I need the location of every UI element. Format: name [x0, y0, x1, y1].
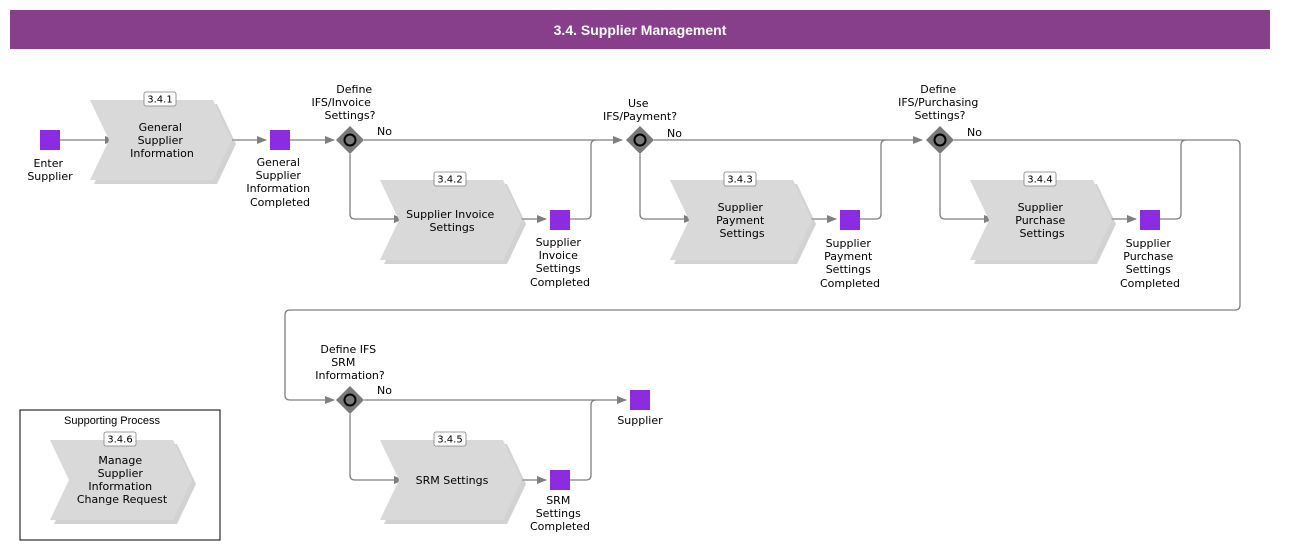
process-id: 3.4.1 [147, 95, 172, 106]
event-supplier-invoice-settings-completed[interactable]: Supplier Invoice Settings Completed [530, 210, 590, 289]
process-label: General Supplier Information [130, 121, 194, 160]
process-label: Supplier Payment Settings [716, 201, 768, 240]
process-id: 3.4.6 [107, 435, 132, 446]
process-3-4-1[interactable]: 3.4.1 General Supplier Information [90, 91, 236, 184]
event-supplier-payment-settings-completed[interactable]: Supplier Payment Settings Completed [820, 210, 880, 290]
process-label: Supplier Purchase Settings [1015, 201, 1068, 240]
connector-gateway-1-yes [349, 154, 404, 223]
process-label: Manage Supplier Information Change Reque… [77, 454, 168, 506]
connector-gateway-2-yes [639, 154, 694, 223]
process-3-4-6[interactable]: 3.4.6 Manage Supplier Information Change… [50, 431, 196, 524]
gateway-question: Use IFS/Payment? [603, 97, 677, 123]
process-id: 3.4.2 [437, 175, 462, 186]
gateway-define-ifs-srm-information[interactable]: Define IFS SRM Information? No [315, 343, 392, 414]
gateway-question: Define IFS SRM Information? [315, 343, 385, 382]
gateway-use-ifs-payment[interactable]: Use IFS/Payment? No [603, 97, 682, 154]
gateway-define-ifs-invoice-settings[interactable]: Define IFS/Invoice Settings? No [312, 83, 393, 154]
event-label: Enter Supplier [27, 157, 73, 183]
event-label: Supplier Payment Settings Completed [820, 237, 880, 290]
connector-event-3-merge [860, 139, 887, 220]
gateway-no-label: No [377, 384, 392, 397]
event-enter-supplier[interactable]: Enter Supplier [27, 130, 73, 183]
event-srm-settings-completed[interactable]: SRM Settings Completed [530, 470, 590, 533]
diagram-title: 3.4. Supplier Management [553, 21, 727, 38]
process-3-4-3[interactable]: 3.4.3 Supplier Payment Settings [670, 171, 816, 264]
event-label: SRM Settings Completed [530, 494, 590, 533]
event-supplier[interactable]: Supplier [617, 390, 663, 427]
connector-event-5-merge [570, 399, 597, 481]
process-id: 3.4.3 [727, 175, 752, 186]
gateway-define-ifs-purchasing-settings[interactable]: Define IFS/Purchasing Settings? No [898, 83, 982, 154]
diagram-title-bar: 3.4. Supplier Management [10, 10, 1270, 49]
process-3-4-4[interactable]: 3.4.4 Supplier Purchase Settings [970, 171, 1116, 264]
process-label: Supplier Invoice Settings [406, 208, 498, 234]
gateway-no-label: No [377, 125, 392, 138]
connector-event-2-merge [570, 139, 597, 220]
process-id: 3.4.4 [1027, 175, 1052, 186]
connector-gateway-4-yes [349, 414, 404, 484]
connector-event-4-merge [1160, 139, 1187, 220]
connector-gateway-3-no [284, 139, 1241, 404]
process-3-4-2[interactable]: 3.4.2 Supplier Invoice Settings [380, 171, 526, 264]
gateway-question: Define IFS/Purchasing Settings? [898, 83, 982, 122]
event-general-supplier-information-completed[interactable]: General Supplier Information Completed [246, 130, 313, 209]
connector-gateway-3-yes [939, 154, 994, 223]
event-label: Supplier Invoice Settings Completed [530, 236, 590, 289]
gateway-no-label: No [967, 126, 982, 139]
event-label: General Supplier Information Completed [246, 156, 313, 209]
event-label: Supplier [617, 414, 663, 427]
event-label: Supplier Purchase Settings Completed [1120, 237, 1180, 290]
process-3-4-5[interactable]: 3.4.5 SRM Settings [380, 431, 526, 524]
supporting-process-title: Supporting Process [64, 415, 160, 427]
gateway-question: Define IFS/Invoice Settings? [312, 83, 376, 122]
gateway-no-label: No [667, 127, 682, 140]
connectors [60, 136, 1241, 484]
process-id: 3.4.5 [437, 435, 462, 446]
process-label: SRM Settings [416, 474, 489, 487]
event-supplier-purchase-settings-completed[interactable]: Supplier Purchase Settings Completed [1120, 210, 1180, 290]
